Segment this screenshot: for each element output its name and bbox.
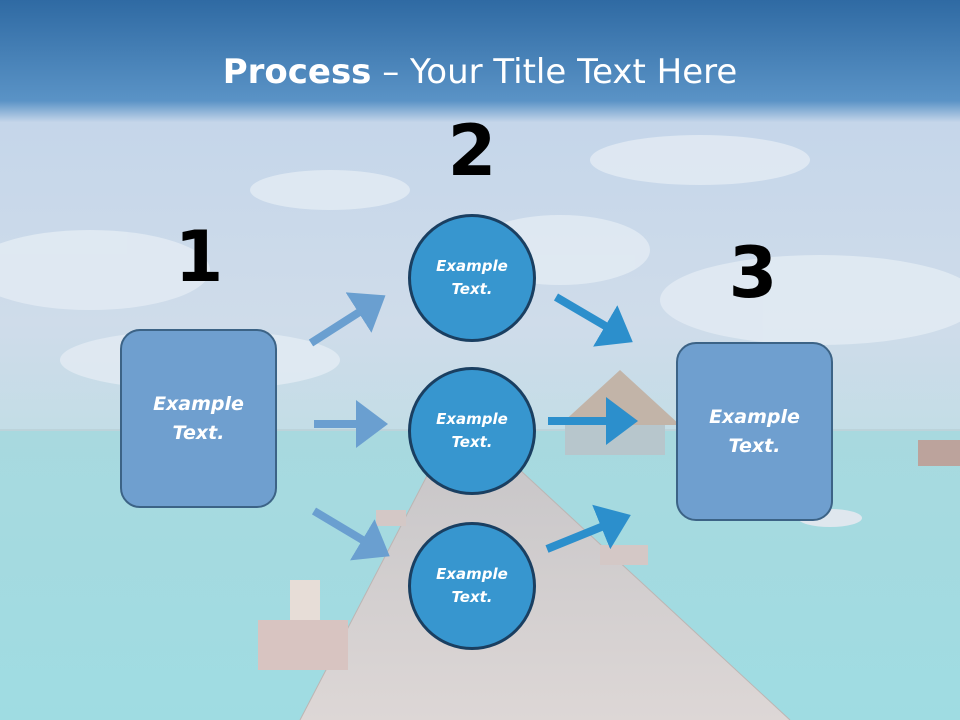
circle-middle-line1: Example bbox=[436, 410, 508, 428]
step-number-1: 1 bbox=[174, 216, 224, 298]
circle-middle-line2: Text. bbox=[451, 433, 493, 451]
step-3-box: Example Text. bbox=[676, 342, 833, 521]
step-number-3: 3 bbox=[728, 232, 778, 314]
step-2-circle-middle: Example Text. bbox=[408, 367, 536, 495]
step-3-line1: Example bbox=[709, 405, 800, 428]
title-rest: – Your Title Text Here bbox=[371, 52, 738, 92]
circle-top-line1: Example bbox=[436, 257, 508, 275]
arrow-left-to-top bbox=[308, 292, 386, 347]
step-2-circle-bottom: Example Text. bbox=[408, 522, 536, 650]
step-1-line2: Text. bbox=[172, 421, 225, 444]
step-2-circle-top: Example Text. bbox=[408, 214, 536, 342]
step-3-line2: Text. bbox=[728, 434, 781, 457]
circle-bottom-line2: Text. bbox=[451, 588, 493, 606]
circle-bottom-line1: Example bbox=[436, 565, 508, 583]
step-number-2: 2 bbox=[447, 110, 497, 192]
arrow-top-to-right bbox=[553, 293, 633, 347]
title-bold: Process bbox=[222, 52, 372, 92]
arrow-left-to-bottom bbox=[311, 507, 390, 561]
step-1-box: Example Text. bbox=[120, 329, 277, 508]
circle-top-line2: Text. bbox=[451, 280, 493, 298]
step-1-line1: Example bbox=[153, 392, 244, 415]
page-title: Process – Your Title Text Here bbox=[0, 52, 960, 92]
arrow-bottom-to-right bbox=[545, 504, 631, 553]
